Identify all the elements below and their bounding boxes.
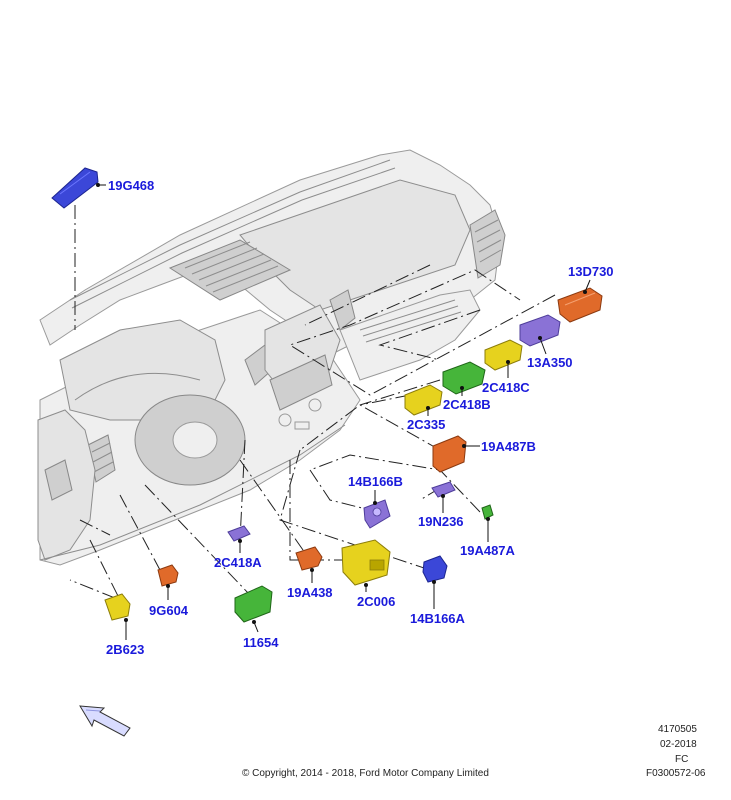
part-14B166A[interactable]	[422, 555, 448, 583]
label-11654[interactable]: 11654	[243, 635, 279, 650]
part-9G604[interactable]	[157, 564, 179, 587]
label-13D730[interactable]: 13D730	[568, 264, 614, 279]
part-13D730[interactable]	[557, 287, 603, 323]
label-2C418C[interactable]: 2C418C	[482, 380, 530, 395]
part-2B623[interactable]	[104, 593, 131, 621]
label-19A438[interactable]: 19A438	[287, 585, 333, 600]
label-2C418B[interactable]: 2C418B	[443, 397, 491, 412]
figure-id: F0300572-06	[646, 768, 706, 779]
right-vent-slats	[474, 219, 502, 263]
part-19A487A[interactable]	[481, 504, 494, 520]
label-19N236[interactable]: 19N236	[418, 514, 464, 529]
part-19A438[interactable]	[295, 546, 323, 571]
arrow-icon	[79, 705, 131, 737]
part-2C335[interactable]	[404, 384, 443, 416]
callout-labels: 19G468 13D730 13A350 2C418C 2C418B 2C335…	[106, 178, 614, 657]
copyright-notice: © Copyright, 2014 - 2018, Ford Motor Com…	[242, 768, 489, 779]
label-19A487B[interactable]: 19A487B	[481, 439, 536, 454]
label-19A487A[interactable]: 19A487A	[460, 543, 516, 558]
doc-date: 02-2018	[660, 739, 697, 750]
label-14B166B[interactable]: 14B166B	[348, 474, 403, 489]
part-11654[interactable]	[234, 585, 273, 623]
label-2C335[interactable]: 2C335	[407, 417, 445, 432]
leader-lines	[96, 183, 591, 640]
part-2C006[interactable]	[341, 539, 391, 586]
part-19G468[interactable]	[51, 167, 99, 209]
instrument-panel	[37, 149, 506, 566]
speaker-grille-lines	[184, 241, 279, 293]
label-2C418A[interactable]: 2C418A	[214, 555, 262, 570]
glovebox-ribs	[359, 299, 462, 343]
part-14B166B[interactable]	[363, 499, 391, 529]
label-2C006[interactable]: 2C006	[357, 594, 395, 609]
label-14B166A[interactable]: 14B166A	[410, 611, 466, 626]
part-2C418B[interactable]	[442, 361, 486, 395]
doc-number: 4170505	[658, 724, 697, 735]
label-2B623[interactable]: 2B623	[106, 642, 144, 657]
label-9G604[interactable]: 9G604	[149, 603, 189, 618]
label-19G468[interactable]: 19G468	[108, 178, 154, 193]
part-19N236[interactable]	[431, 481, 456, 498]
part-2C418C[interactable]	[484, 339, 523, 371]
part-19A487B[interactable]	[432, 435, 467, 473]
left-vent-slats	[91, 442, 114, 473]
radio-buttons	[278, 398, 322, 430]
part-13A350[interactable]	[519, 314, 561, 347]
doc-code: FC	[675, 754, 689, 765]
part-2C418A[interactable]	[227, 525, 251, 542]
label-13A350[interactable]: 13A350	[527, 355, 573, 370]
